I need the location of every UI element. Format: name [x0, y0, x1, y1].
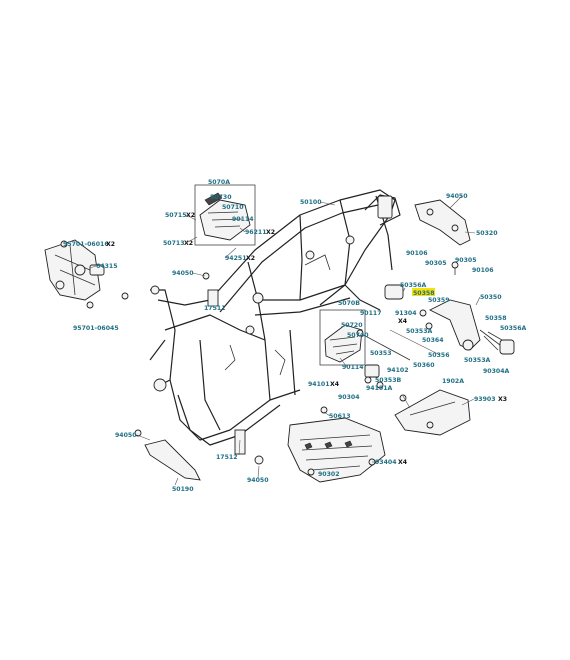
callout-50350: 50350: [480, 294, 502, 301]
callout-5070B: 5070B: [338, 300, 360, 307]
callout-50715-qty: X2: [186, 212, 195, 219]
callout-94101-qty: X4: [330, 381, 340, 388]
callout-94101: 94101: [308, 381, 330, 388]
callout-90114-upper: 90114: [232, 216, 254, 223]
callout-90304A: 90304A: [483, 368, 510, 375]
callout-50190: 50190: [172, 486, 194, 493]
callout-95701-06016: 95701-06016: [63, 241, 109, 248]
callout-94050-top-right: 94050: [446, 193, 468, 200]
callout-93903-qty: X3: [498, 396, 507, 403]
front-bracket-assembly: [44, 239, 105, 301]
callout-5070A: 5070A: [208, 179, 230, 186]
callout-95701-06045: 95701-06045: [73, 325, 119, 332]
callout-50613: 50613: [329, 413, 351, 420]
callout-50320: 50320: [476, 230, 498, 237]
callout-50353B: 50353B: [375, 377, 402, 384]
callout-50710: 50710: [222, 204, 244, 211]
callout-50740: 50740: [347, 332, 369, 339]
callout-50720: 50720: [341, 322, 363, 329]
callout-50353A-upper: 50353A: [406, 328, 433, 335]
callout-50356A-upper: 50356A: [400, 282, 427, 289]
callout-50713: 50713: [163, 240, 185, 247]
callout-94050-bottom: 94050: [247, 477, 269, 484]
callout-50356: 50356: [428, 352, 450, 359]
callout-50353A-lower: 50353A: [464, 357, 491, 364]
stand-assembly: [384, 261, 515, 356]
callout-90305-b: 90305: [455, 257, 477, 264]
footrest-bracket-right: [319, 309, 366, 366]
callout-91304: 91304: [395, 310, 417, 317]
highlight-marker: [412, 288, 435, 296]
callout-50100: 50100: [300, 199, 322, 206]
callout-94101A: 94101A: [366, 385, 393, 392]
callout-90117: 90117: [360, 310, 382, 317]
callout-90302: 90302: [318, 471, 340, 478]
callout-50359: 50359: [428, 297, 450, 304]
under-cover-50613: [287, 417, 386, 483]
callout-17512: 17512: [216, 454, 238, 461]
callout-90114-lower: 90114: [342, 364, 364, 371]
callout-50730: 50730: [210, 194, 232, 201]
callout-50713-qty: X2: [184, 240, 193, 247]
callout-94251-qty: X2: [246, 255, 255, 262]
callout-50356A-right: 50356A: [500, 325, 527, 332]
callout-50358-right: 50358: [485, 315, 507, 322]
callout-1902A: 1902A: [442, 378, 464, 385]
callout-50364: 50364: [422, 337, 444, 344]
side-plate-1902A: [394, 389, 471, 436]
main-frame: [149, 189, 401, 446]
callout-93903: 93903: [474, 396, 496, 403]
callout-90106-b: 90106: [472, 267, 494, 274]
callout-64315: 64315: [96, 263, 118, 270]
callout-94050-left: 94050: [115, 432, 137, 439]
callout-96211: 96211: [245, 229, 267, 236]
callout-94050-mid: 94050: [172, 270, 194, 277]
callout-90305-a: 90305: [425, 260, 447, 267]
callout-94251: 94251: [225, 255, 247, 262]
footrest-bracket-left: [194, 184, 256, 246]
callout-50353: 50353: [370, 350, 392, 357]
callout-93404-qty: X4: [398, 459, 408, 466]
callout-90106-a: 90106: [406, 250, 428, 257]
callout-50360: 50360: [413, 362, 435, 369]
callout-17511: 17511: [204, 305, 226, 312]
callout-x4-mid: X4: [398, 318, 408, 325]
callout-50715: 50715: [165, 212, 187, 219]
callout-93404: 93404: [375, 459, 397, 466]
callout-labels: 5070A 50730 50710 50715 X2 90114 50713 X…: [63, 179, 527, 493]
callout-96211-qty: X2: [266, 229, 275, 236]
callout-90304: 90304: [338, 394, 360, 401]
callout-94102: 94102: [387, 367, 409, 374]
rear-bracket-50320: [414, 199, 471, 246]
callout-95701-06016-qty: X2: [106, 241, 115, 248]
mounting-shaft-90117: [356, 329, 411, 389]
leader-lines: [89, 195, 481, 486]
callout-50358-highlighted: 50358: [413, 290, 435, 297]
